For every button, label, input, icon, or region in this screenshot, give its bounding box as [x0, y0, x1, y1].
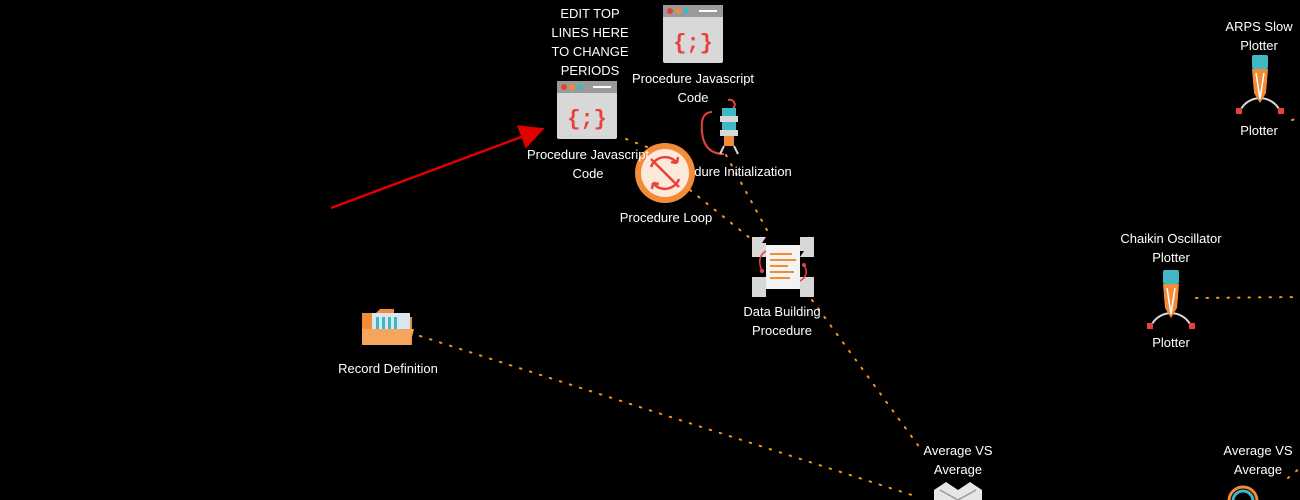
- data-building-node[interactable]: [752, 237, 814, 297]
- connector-line: [1195, 296, 1300, 299]
- proc-init-label: dure Initialization: [694, 162, 792, 181]
- code-window-icon: {;}: [663, 5, 723, 63]
- annotation-line: TO CHANGE: [551, 44, 629, 59]
- proc-js-main-label: Procedure Javascript Code: [527, 145, 649, 183]
- record-def-label: Record Definition: [338, 359, 438, 378]
- record-def-node[interactable]: [362, 309, 414, 345]
- proc-loop-label: Procedure Loop: [620, 208, 713, 227]
- arps-slow-node[interactable]: [1236, 55, 1284, 114]
- svg-text:{;}: {;}: [673, 31, 713, 56]
- pen-nib-icon: [1147, 270, 1195, 329]
- gauge-icon: [1227, 485, 1259, 500]
- avg-vs-avg-label: Average VS Average: [923, 441, 992, 479]
- arps-slow-label: Plotter: [1240, 121, 1278, 140]
- connector-lines: [419, 117, 1300, 498]
- robot-arm-icon: [700, 98, 739, 155]
- node-label-line: Data Building: [743, 304, 821, 319]
- avg-vs-avg-right-node[interactable]: [1227, 485, 1259, 500]
- data-building-icon: [752, 237, 814, 297]
- annotation-note: EDIT TOP LINES HERE TO CHANGE PERIODS: [551, 4, 628, 80]
- arps-slow-title: ARPS Slow Plotter: [1225, 17, 1292, 55]
- annotation-line: EDIT TOP: [560, 6, 620, 21]
- node-title-line: ARPS Slow: [1225, 19, 1293, 34]
- connector-line: [1291, 117, 1300, 121]
- code-window-icon: {;}: [557, 81, 617, 139]
- proc-init-node[interactable]: [700, 98, 739, 155]
- connector-line: [419, 335, 919, 498]
- annotation-arrow: [330, 125, 545, 210]
- proc-loop-node[interactable]: [635, 143, 695, 203]
- node-label-line: Average VS: [1223, 443, 1293, 458]
- node-label-line: Code: [572, 166, 604, 181]
- node-label-line: Procedure Loop: [619, 210, 713, 225]
- loop-icon: [635, 143, 695, 203]
- folder-icon: [362, 309, 414, 345]
- avg-vs-avg-right-label: Average VS Average: [1223, 441, 1292, 479]
- node-label-line: Average: [933, 462, 983, 477]
- node-label-line: Procedure Javascript: [526, 147, 650, 162]
- node-label-line: Code: [677, 90, 709, 105]
- node-title-line: Chaikin Oscillator: [1120, 231, 1222, 246]
- box-icon: [934, 482, 982, 500]
- connector-line: [689, 189, 751, 239]
- node-title-line: Plotter: [1240, 38, 1278, 53]
- avg-vs-avg-node[interactable]: [934, 482, 982, 500]
- data-building-label: Data Building Procedure: [743, 302, 820, 340]
- connector-line: [811, 299, 921, 449]
- svg-text:{;}: {;}: [567, 107, 607, 132]
- node-label-line: Plotter: [1240, 123, 1278, 138]
- chaikin-node[interactable]: [1147, 270, 1195, 329]
- node-label-line: Record Definition: [338, 361, 438, 376]
- node-title-line: Plotter: [1152, 250, 1190, 265]
- proc-js-top-node[interactable]: {;}: [663, 5, 723, 63]
- proc-js-top-label: Procedure Javascript Code: [632, 69, 754, 107]
- node-label-line: Procedure Javascript: [631, 71, 755, 86]
- node-label-line: Average: [1233, 462, 1283, 477]
- annotation-line: LINES HERE: [551, 25, 629, 40]
- proc-js-main-node[interactable]: {;}: [557, 81, 617, 139]
- chaikin-label: Plotter: [1152, 333, 1190, 352]
- node-label-line: Procedure: [752, 323, 812, 338]
- pen-nib-icon: [1236, 55, 1284, 114]
- annotation-line: PERIODS: [560, 63, 620, 78]
- chaikin-title: Chaikin Oscillator Plotter: [1120, 229, 1221, 267]
- node-label-line: Plotter: [1152, 335, 1190, 350]
- node-label-line: dure Initialization: [694, 164, 792, 179]
- node-label-line: Average VS: [923, 443, 993, 458]
- connector-line: [725, 154, 769, 233]
